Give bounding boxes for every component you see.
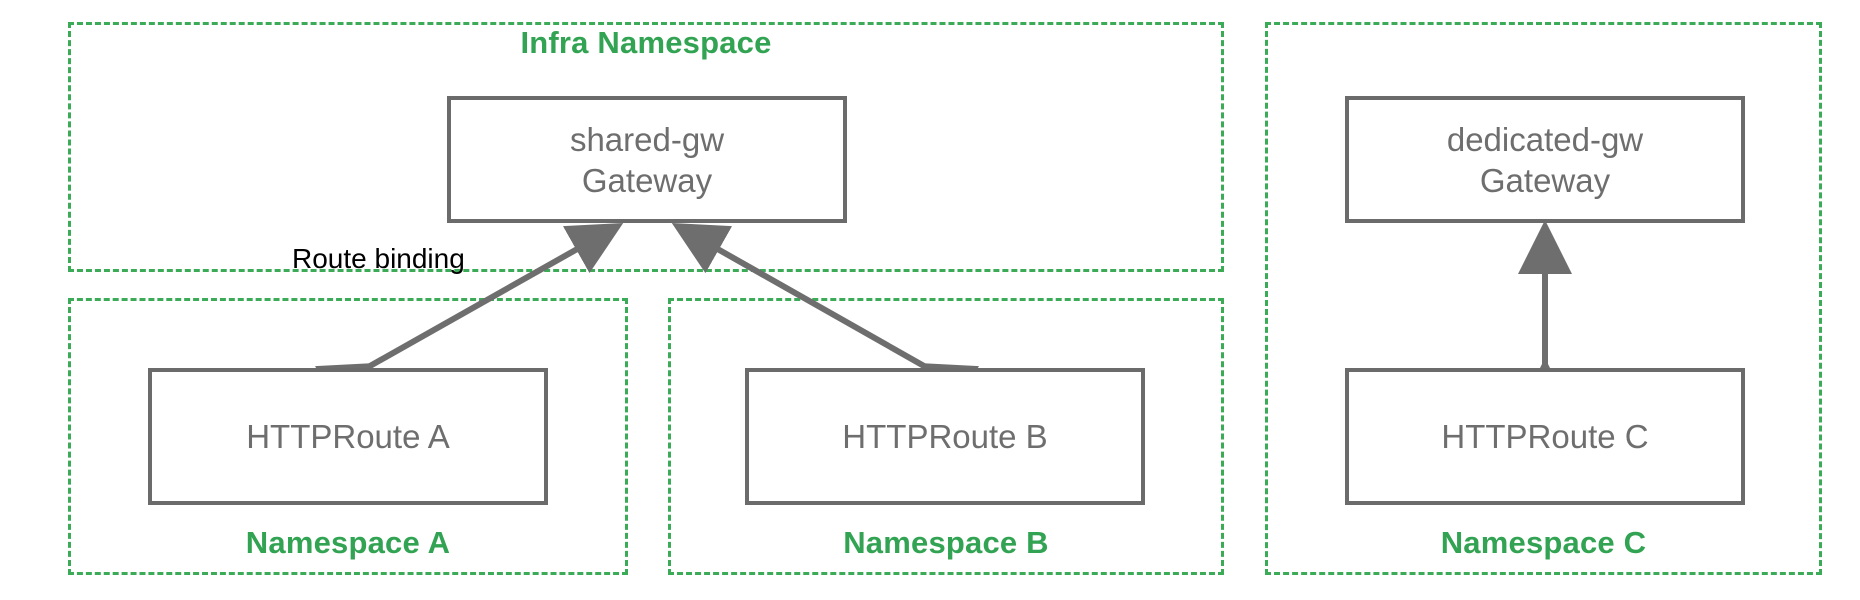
node-route-a[interactable]: HTTPRoute A <box>148 368 548 505</box>
node-label-route-c: HTTPRoute C <box>1441 418 1649 455</box>
namespace-label-a: Namespace A <box>245 525 451 560</box>
node-label-route-a: HTTPRoute A <box>246 418 450 455</box>
edge-label-route-binding: Route binding <box>292 243 465 274</box>
node-dedicated-gw[interactable]: dedicated-gw Gateway <box>1345 96 1745 223</box>
node-route-c[interactable]: HTTPRoute C <box>1345 368 1745 505</box>
node-label-dedicated-gw: dedicated-gw Gateway <box>1446 120 1644 199</box>
namespace-label-b: Namespace B <box>843 525 1049 560</box>
node-label-route-b: HTTPRoute B <box>842 418 1048 455</box>
node-label-shared-gw: shared-gw Gateway <box>569 120 725 199</box>
namespace-label-c: Namespace C <box>1440 525 1647 560</box>
node-shared-gw[interactable]: shared-gw Gateway <box>447 96 847 223</box>
node-route-b[interactable]: HTTPRoute B <box>745 368 1145 505</box>
namespace-label-infra: Infra Namespace <box>520 25 772 60</box>
namespace-box-infra <box>68 22 1224 272</box>
namespace-box-c <box>1265 22 1822 575</box>
